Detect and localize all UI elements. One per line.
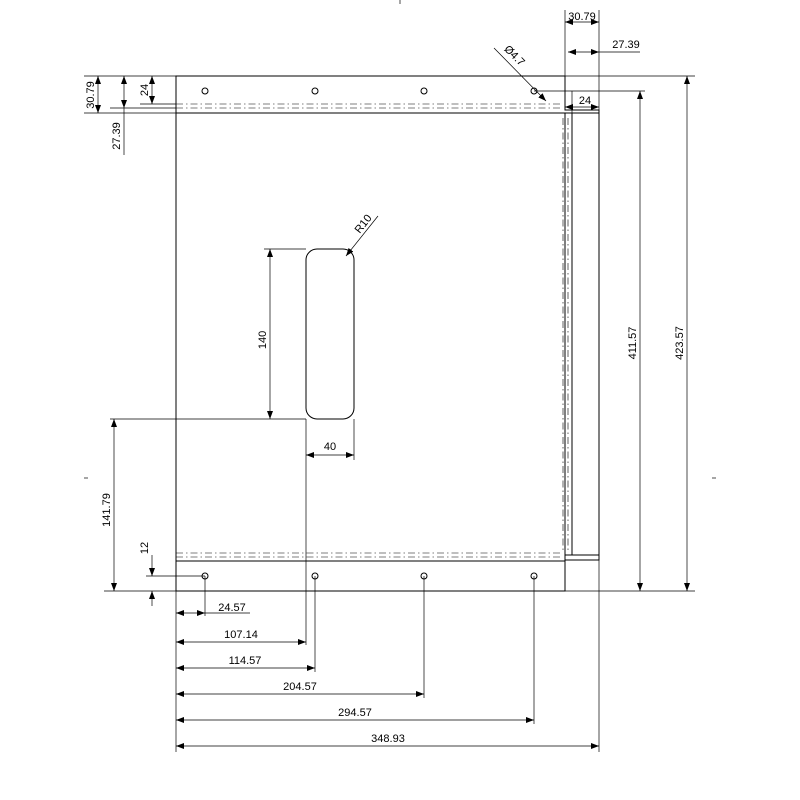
hole-top-3 bbox=[420, 87, 428, 95]
dim-x-348-93: 348.93 bbox=[371, 733, 405, 745]
dim-flange-24: 24 bbox=[579, 95, 591, 107]
dim-bottom-flange-12: 12 bbox=[139, 542, 151, 554]
bend-lines bbox=[176, 103, 569, 558]
hole-top-1 bbox=[201, 87, 209, 95]
dim-top-27-39: 27.39 bbox=[612, 39, 640, 51]
dim-slot-width: 40 bbox=[324, 441, 336, 453]
dim-x-107-14: 107.14 bbox=[224, 629, 258, 641]
dim-height-423-57: 423.57 bbox=[674, 326, 686, 360]
right-flange bbox=[564, 112, 600, 556]
dimension-lines bbox=[84, 0, 716, 752]
dim-x-204-57: 204.57 bbox=[283, 681, 317, 693]
dim-top-30-79: 30.79 bbox=[568, 11, 596, 23]
dimension-labels: 30.79 27.39 Ø4.7 24 30.79 24 27.39 R10 1… bbox=[85, 11, 686, 745]
dim-slot-length: 140 bbox=[257, 331, 269, 349]
hole-top-2 bbox=[311, 87, 319, 95]
dim-left-24: 24 bbox=[139, 84, 151, 96]
dim-x-114-57: 114.57 bbox=[229, 655, 262, 667]
dim-x-24-57: 24.57 bbox=[218, 602, 246, 614]
dim-hole-diameter: Ø4.7 bbox=[501, 43, 526, 68]
slot bbox=[305, 248, 355, 420]
dim-left-27-39: 27.39 bbox=[111, 122, 123, 150]
dim-slot-offset: 141.79 bbox=[101, 493, 113, 527]
dim-height-411-57: 411.57 bbox=[627, 327, 639, 360]
dim-x-294-57: 294.57 bbox=[338, 707, 372, 719]
holes bbox=[201, 87, 538, 580]
dim-left-30-79: 30.79 bbox=[85, 81, 97, 109]
main-panel bbox=[175, 75, 600, 592]
sheet-outline bbox=[175, 75, 600, 592]
